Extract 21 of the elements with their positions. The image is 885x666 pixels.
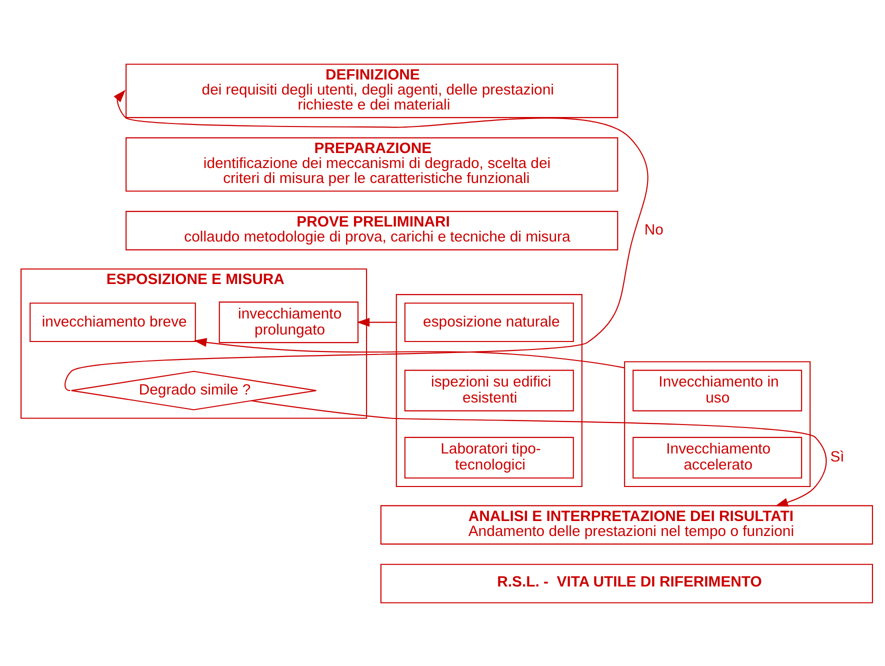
node-box: Laboratori tipo-tecnologici (404, 436, 574, 478)
node-diamond: Degrado simile ? (70, 370, 317, 410)
node-box: DEFINIZIONE dei requisiti degli utenti, degli agenti, delle prestazioni richieste e dei materiali (126, 63, 618, 118)
cluster (624, 360, 811, 487)
node-box: invecchiamento prolungato (218, 301, 359, 343)
edge-label: No (644, 221, 664, 238)
node-box: ANALISI E INTERPRETAZIONE DEI RISULTATI Andamento delle prestazioni nel tempo o funzioni (380, 504, 873, 544)
arrow (194, 338, 625, 368)
edge-label: Sì (830, 448, 844, 466)
node-box: Invecchiamento accelerato (632, 436, 802, 478)
node-box: ispezioni su edifici esistenti (404, 369, 574, 411)
cluster (396, 294, 582, 487)
arrow (356, 317, 396, 326)
arrow (251, 400, 827, 506)
node-box: PROVE PRELIMINARI collaudo metodologie di prova, carichi e tecniche di misura (126, 210, 618, 250)
node-box: R.S.L. - VITA UTILE DI RIFERIMENTO (380, 563, 873, 603)
node-box: PREPARAZIONE identificazione dei meccanismi di degrado, scelta dei criteri di misura per le caratteristiche funzionali (126, 136, 618, 192)
node-box: Invecchiamento in uso (632, 369, 802, 411)
node-box: esposizione naturale (404, 302, 574, 342)
arrow (66, 89, 648, 390)
node-box: invecchiamento breve (30, 302, 196, 342)
